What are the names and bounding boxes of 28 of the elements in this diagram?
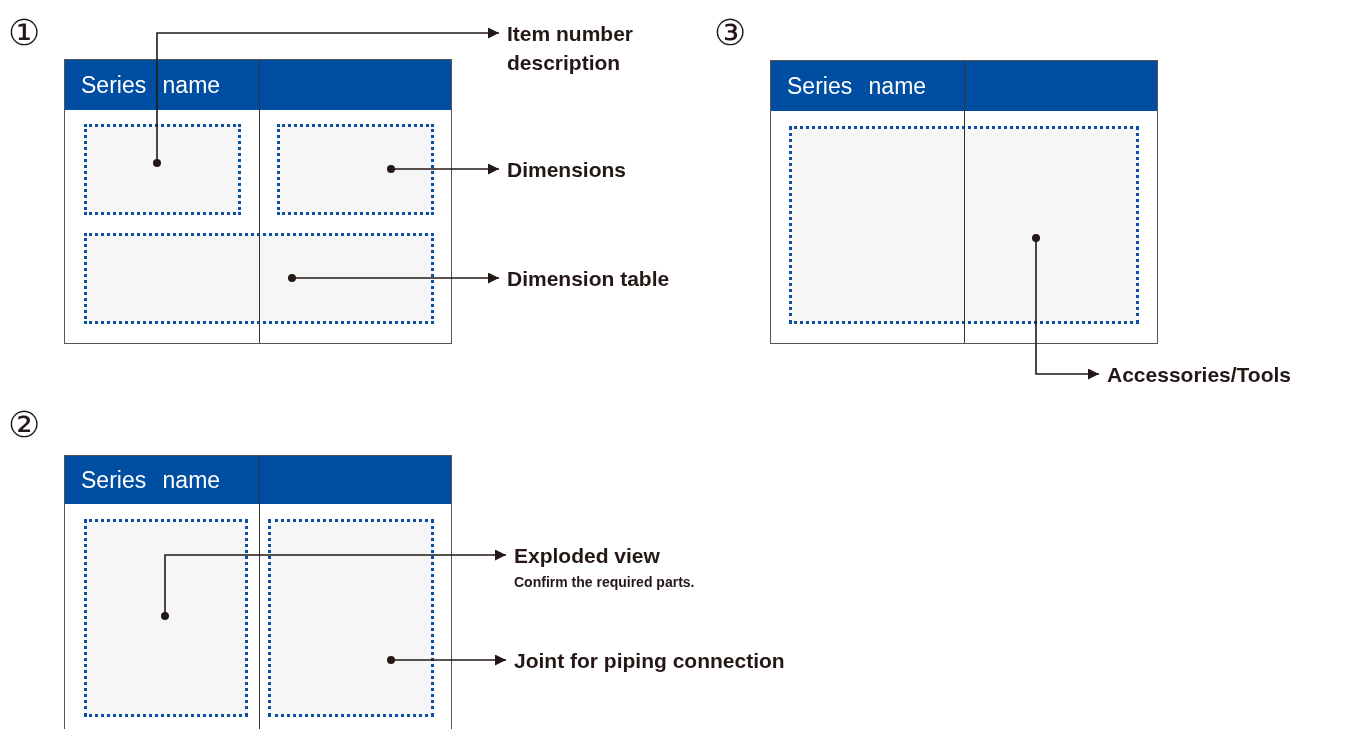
image-area bbox=[268, 519, 434, 717]
callout-label: Joint for piping connection bbox=[514, 647, 786, 674]
leader-line bbox=[1032, 234, 1100, 380]
image-area bbox=[84, 233, 434, 324]
image-area bbox=[789, 126, 1139, 324]
image-area bbox=[84, 519, 248, 717]
callout-label: Accessories/Tools bbox=[1107, 361, 1293, 388]
leader-line bbox=[161, 549, 507, 620]
step-number: ① bbox=[8, 13, 41, 53]
step-number: ② bbox=[8, 405, 41, 445]
panel-card bbox=[770, 60, 1158, 344]
panel-card bbox=[64, 455, 452, 729]
callout-label: Item number description bbox=[507, 20, 635, 76]
series-name-heading: Series name bbox=[81, 71, 221, 99]
series-name-heading: Series name bbox=[787, 72, 927, 100]
callout-label: Dimensions bbox=[507, 156, 628, 183]
leader-line bbox=[153, 27, 500, 167]
series-name-heading: Series name bbox=[81, 466, 221, 494]
image-area bbox=[84, 124, 241, 215]
panel-card bbox=[64, 59, 452, 344]
leader-line bbox=[387, 163, 500, 175]
note-text: Confirm the required parts. bbox=[514, 572, 696, 592]
step-number: ③ bbox=[714, 13, 747, 53]
leader-line bbox=[387, 654, 507, 666]
callout-label: Dimension table bbox=[507, 265, 671, 292]
callout-label: Exploded view bbox=[514, 542, 661, 569]
leader-line bbox=[288, 272, 500, 284]
image-area bbox=[277, 124, 434, 215]
